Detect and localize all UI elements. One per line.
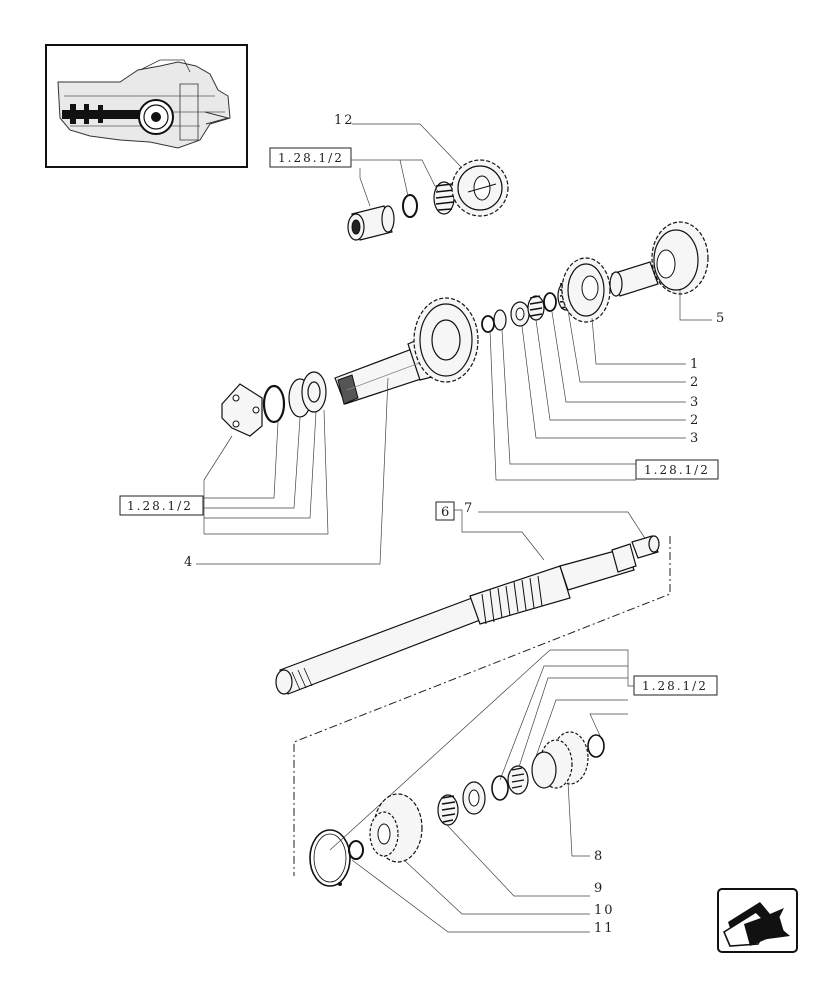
gear-10 <box>369 793 423 863</box>
callout-7: 7 <box>464 501 474 516</box>
reference-box-right[interactable]: 1.28.1/2 <box>635 459 719 480</box>
bearing-cage-part <box>462 781 486 815</box>
gear-8-cluster <box>531 731 589 789</box>
end-ring-part <box>587 734 605 758</box>
overview-thumbnail <box>45 44 248 168</box>
needle-bearing-part <box>433 181 455 215</box>
callout-box-6[interactable]: 6 <box>435 501 455 521</box>
roller-bearing-part <box>527 295 545 321</box>
gear-12 <box>451 159 509 217</box>
reference-box-bottom[interactable]: 1.28.1/2 <box>633 675 718 696</box>
circlip-part <box>348 840 364 860</box>
shaft-gear <box>413 297 479 383</box>
thrust-washer-part <box>493 309 507 331</box>
lower-gear-assembly: 1.28.1/2 <box>309 649 718 936</box>
reference-box-left[interactable]: 1.28.1/2 <box>119 495 204 516</box>
callout-11: 11 <box>594 921 615 936</box>
spacer-ring-part <box>481 315 495 333</box>
gear-1 <box>561 257 611 323</box>
large-snap-ring-part <box>309 829 351 887</box>
back-arrow-icon[interactable] <box>717 888 798 953</box>
part-12-assembly: 1.28.1/2 12 <box>269 113 509 241</box>
reference-label: 1.28.1/2 <box>278 151 344 165</box>
callout-3b: 3 <box>690 431 700 446</box>
sleeve-part <box>609 261 659 297</box>
callout-5: 5 <box>716 311 726 326</box>
reference-label: 1.28.1/2 <box>644 463 710 477</box>
upper-shaft-assembly: 5 1 2 3 2 3 1.28.1/2 1.28.1/2 4 <box>119 221 726 570</box>
callout-2a: 2 <box>690 375 700 390</box>
callout-1: 1 <box>690 357 700 372</box>
callout-10: 10 <box>594 903 615 918</box>
gear-5 <box>651 221 709 295</box>
snap-ring-part <box>402 194 418 218</box>
reference-box-top[interactable]: 1.28.1/2 <box>269 147 352 168</box>
reference-label: 1.28.1/2 <box>642 679 708 693</box>
callout-8: 8 <box>594 849 604 864</box>
bushing-part <box>347 205 395 241</box>
thrust-ring-part <box>491 775 509 801</box>
needle-roller-part <box>437 794 459 826</box>
callout-2b: 2 <box>690 413 700 428</box>
main-shaft-part <box>275 543 637 695</box>
ring-part <box>543 292 557 312</box>
shaft-end-bushing <box>631 535 660 559</box>
callout-12: 12 <box>334 113 355 128</box>
callout-9: 9 <box>594 881 604 896</box>
bearing-part <box>288 371 327 418</box>
callout-4: 4 <box>184 555 194 570</box>
reference-label: 1.28.1/2 <box>127 499 193 513</box>
cover-plate-part <box>221 383 263 437</box>
needle-cage-part <box>510 301 530 327</box>
o-ring-part <box>262 384 286 424</box>
main-shaft-assembly: 6 7 <box>275 501 671 876</box>
callout-6: 6 <box>441 505 451 520</box>
callout-3a: 3 <box>690 395 700 410</box>
synchro-part <box>507 765 529 795</box>
